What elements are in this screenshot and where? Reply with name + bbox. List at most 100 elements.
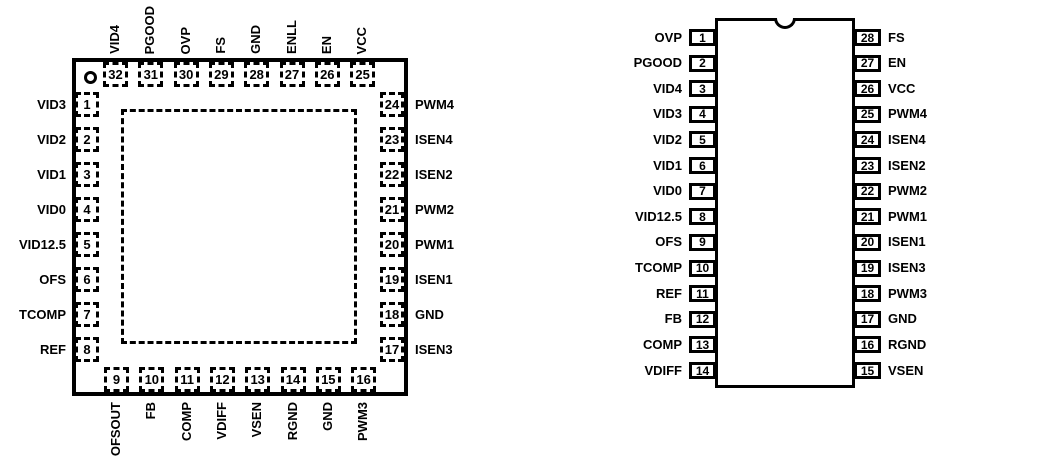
dip-pin-label-24: ISEN4 xyxy=(888,131,926,147)
qfn-pin-23: 23 xyxy=(380,127,404,152)
dip-pin-6: 6 xyxy=(689,157,716,175)
dip-pin-11: 11 xyxy=(689,285,716,303)
qfn-pin-18: 18 xyxy=(380,302,404,327)
dip-pin-14: 14 xyxy=(689,362,716,380)
dip-pin-26: 26 xyxy=(854,80,881,98)
dip-pin-19: 19 xyxy=(854,259,881,277)
qfn-pin-7: 7 xyxy=(75,302,99,327)
dip-pin-7: 7 xyxy=(689,182,716,200)
dip-pin-16: 16 xyxy=(854,336,881,354)
dip-pin-label-6: VID1 xyxy=(653,157,682,173)
qfn-pin-label-7: TCOMP xyxy=(19,306,66,322)
qfn-pin-label-23: ISEN4 xyxy=(415,131,453,147)
qfn-pin-10: 10 xyxy=(139,367,165,392)
qfn-pin-13: 13 xyxy=(245,367,271,392)
qfn-pin-17: 17 xyxy=(380,337,404,362)
dip-pin-27: 27 xyxy=(854,54,881,72)
qfn-pin-24: 24 xyxy=(380,92,404,117)
qfn-pin-label-22: ISEN2 xyxy=(415,166,453,182)
qfn-pin-2: 2 xyxy=(75,127,99,152)
dip-pin-label-11: REF xyxy=(656,285,682,301)
qfn-pin-31: 31 xyxy=(138,62,164,87)
dip-pin-label-19: ISEN3 xyxy=(888,260,926,276)
dip-pin-24: 24 xyxy=(854,131,881,149)
qfn-pin-label-3: VID1 xyxy=(37,166,66,182)
qfn-pin-8: 8 xyxy=(75,337,99,362)
dip-pin-1: 1 xyxy=(689,29,716,46)
qfn-pin-5: 5 xyxy=(75,232,99,257)
dip-pin-21: 21 xyxy=(854,208,881,226)
qfn-pin-22: 22 xyxy=(380,162,404,187)
dip-pin-label-18: PWM3 xyxy=(888,285,927,301)
qfn-pin-15: 15 xyxy=(315,367,341,392)
dip-pin-25: 25 xyxy=(854,105,881,123)
qfn32-package-outline xyxy=(72,58,408,396)
dip-pin-15: 15 xyxy=(854,362,881,380)
qfn-pin-14: 14 xyxy=(280,367,306,392)
dip-pin-label-15: VSEN xyxy=(888,362,924,378)
dip-pin-label-1: OVP xyxy=(654,29,682,45)
dip-pin-label-17: GND xyxy=(888,311,917,327)
qfn-pin-label-21: PWM2 xyxy=(415,201,454,217)
qfn-pin-3: 3 xyxy=(75,162,99,187)
dip-pin-label-8: VID12.5 xyxy=(635,208,682,224)
qfn-pin-29: 29 xyxy=(208,62,234,87)
dip-pin-label-12: FB xyxy=(664,311,682,327)
qfn-pin-21: 21 xyxy=(380,197,404,222)
dip-pin-label-16: RGND xyxy=(888,336,927,352)
pin1-indicator-icon xyxy=(84,71,97,84)
qfn-pin-label-8: REF xyxy=(40,341,66,357)
dip-pin-label-22: PWM2 xyxy=(888,183,927,199)
dip-pin-9: 9 xyxy=(689,233,716,251)
dip-pin-label-3: VID4 xyxy=(653,80,682,96)
dip-pin-label-4: VID3 xyxy=(653,106,682,122)
dip-pin-22: 22 xyxy=(854,182,881,200)
dip-pin-12: 12 xyxy=(689,310,716,328)
dip-pin-label-10: TCOMP xyxy=(635,260,682,276)
dip-pin-23: 23 xyxy=(854,157,881,175)
qfn-pin-1: 1 xyxy=(75,92,99,117)
dip-pin-label-7: VID0 xyxy=(653,183,682,199)
qfn-pin-11: 11 xyxy=(174,367,200,392)
dip-pin-2: 2 xyxy=(689,54,716,72)
dip-pin-label-21: PWM1 xyxy=(888,208,927,224)
dip-pin-4: 4 xyxy=(689,105,716,123)
dip-pin-label-5: VID2 xyxy=(653,131,682,147)
qfn-pin-20: 20 xyxy=(380,232,404,257)
dip-pin-5: 5 xyxy=(689,131,716,149)
dip-pin-8: 8 xyxy=(689,208,716,226)
dip-pin-20: 20 xyxy=(854,233,881,251)
qfn-pin-28: 28 xyxy=(244,62,270,87)
dip28-package-outline xyxy=(715,18,855,388)
dip-pin-label-14: VDIFF xyxy=(644,362,682,378)
dip-pin-28: 28 xyxy=(854,29,881,46)
qfn-pin-16: 16 xyxy=(351,367,377,392)
qfn-pin-4: 4 xyxy=(75,197,99,222)
qfn-pin-label-20: PWM1 xyxy=(415,236,454,252)
dip-pin-10: 10 xyxy=(689,259,716,277)
qfn-pin-19: 19 xyxy=(380,267,404,292)
qfn-pin-26: 26 xyxy=(314,62,340,87)
qfn-pin-label-2: VID2 xyxy=(37,131,66,147)
qfn-pin-label-5: VID12.5 xyxy=(19,236,66,252)
dip-pin-17: 17 xyxy=(854,310,881,328)
dip-pin-label-2: PGOOD xyxy=(633,55,682,71)
dip-pin-18: 18 xyxy=(854,285,881,303)
qfn-pin-30: 30 xyxy=(173,62,199,87)
dip-pin-label-20: ISEN1 xyxy=(888,234,926,250)
dip-pin-label-25: PWM4 xyxy=(888,106,927,122)
qfn-pin-label-19: ISEN1 xyxy=(415,271,453,287)
qfn-pin-27: 27 xyxy=(279,62,305,87)
dip-pin-13: 13 xyxy=(689,336,716,354)
qfn-pin-32: 32 xyxy=(103,62,128,87)
qfn-pin-label-1: VID3 xyxy=(37,96,66,112)
qfn-pin-label-4: VID0 xyxy=(37,201,66,217)
qfn-pin-label-24: PWM4 xyxy=(415,96,454,112)
dip-pin-label-9: OFS xyxy=(655,234,682,250)
dip-pin-label-26: VCC xyxy=(888,80,916,96)
qfn-pin-label-6: OFS xyxy=(39,271,66,287)
qfn-pin-6: 6 xyxy=(75,267,99,292)
